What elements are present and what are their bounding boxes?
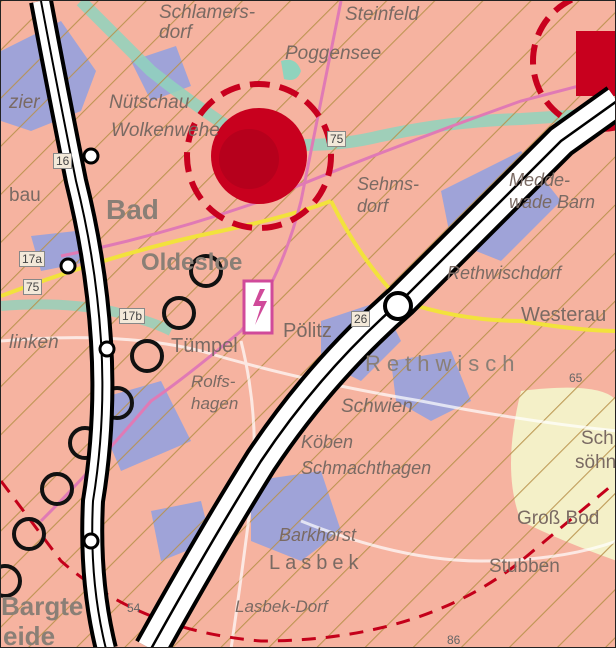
place-label: Steinfeld: [345, 4, 419, 25]
yellow-roads: [1, 199, 615, 333]
dashed-boundaries: [1, 480, 615, 643]
place-label: bau: [9, 185, 41, 206]
place-label: Sch: [581, 428, 614, 449]
place-label: Medde- wade Barn: [509, 170, 596, 212]
place-label: Poggensee: [285, 43, 382, 64]
place-label: Rethwischdorf: [447, 263, 562, 283]
place-label: Nütschau: [109, 92, 190, 113]
place-label: linken: [9, 332, 59, 353]
place-label: Tümpel: [171, 335, 238, 357]
place-label: Pölitz: [283, 320, 332, 342]
power-plant-icon: [242, 279, 274, 335]
place-label: Sehms- dorf: [357, 174, 420, 216]
place-label: Schwien: [341, 396, 413, 417]
place-label: Köben: [301, 432, 354, 452]
place-label: Stubben: [489, 556, 560, 577]
road-number: 16: [53, 153, 73, 169]
place-label: Rolfs- hagen: [191, 372, 239, 413]
place-label: Lasbek-Dorf: [235, 597, 328, 616]
place-label: Groß Bod: [517, 508, 600, 529]
road-number: 75: [23, 279, 43, 295]
road-number: 17a: [19, 251, 46, 267]
town-label: Bad: [106, 194, 159, 225]
place-label: Westerau: [521, 304, 607, 326]
place-label: Barkhorst: [279, 525, 357, 545]
town-label: eide: [3, 621, 56, 648]
place-label: Rethwisch: [365, 351, 521, 376]
place-label: Lasbek: [269, 552, 364, 574]
town-label: Oldesloe: [141, 249, 243, 276]
place-label: Schmachthagen: [301, 458, 432, 478]
junction-nodes: [59, 147, 413, 550]
urban-ring-oldesloe: [184, 81, 334, 231]
place-label: Schlamers- dorf: [159, 2, 256, 43]
road-number: 65: [569, 371, 583, 385]
town-label: Bargte: [1, 591, 84, 621]
place-label: söhn: [575, 452, 616, 473]
road-number: 17b: [119, 308, 146, 324]
place-label: Wolkenwehe: [111, 120, 220, 141]
urban-core-ne: [576, 31, 615, 96]
road-number: 26: [351, 311, 371, 327]
road-number: 54: [127, 601, 141, 615]
place-label: zier: [9, 92, 40, 113]
road-number: 75: [327, 131, 347, 147]
road-number: 86: [447, 633, 461, 647]
motorway-diagonal: [135, 86, 615, 647]
